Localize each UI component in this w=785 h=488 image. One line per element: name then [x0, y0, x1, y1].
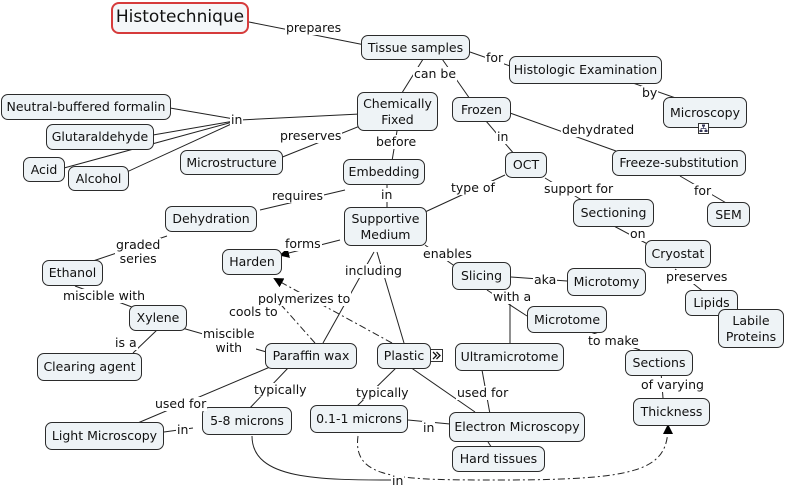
link-label-aka: aka — [533, 272, 558, 288]
link-label-type-of: type of — [450, 180, 496, 196]
link-label-preserves-lipids: preserves — [665, 269, 729, 285]
node-oct[interactable]: OCT — [505, 152, 547, 178]
link-label-support-for: support for — [543, 181, 615, 197]
link-label-used-for-light: used for — [154, 396, 208, 412]
node-ultramicrotome[interactable]: Ultramicrotome — [455, 343, 564, 371]
node-ethanol[interactable]: Ethanol — [42, 260, 103, 286]
node-histotechnique[interactable]: Histotechnique — [111, 2, 249, 34]
node-embedding[interactable]: Embedding — [343, 159, 425, 185]
link-label-to-make: to make — [587, 333, 640, 349]
node-labile-proteins[interactable]: Labile Proteins — [718, 309, 784, 348]
node-freeze-substitution[interactable]: Freeze-substitution — [612, 150, 746, 176]
node-0-1-1-microns[interactable]: 0.1-1 microns — [310, 405, 408, 433]
node-hard-tissues[interactable]: Hard tissues — [452, 446, 545, 472]
link-label-for: for — [485, 50, 505, 66]
node-frozen[interactable]: Frozen — [452, 97, 511, 122]
link-label-in-fixatives: in — [230, 112, 244, 128]
link-label-polymerizes-to: polymerizes to — [257, 291, 352, 307]
node-xylene[interactable]: Xylene — [129, 305, 187, 331]
node-histologic-examination[interactable]: Histologic Examination — [509, 56, 662, 84]
link-label-preserves: preserves — [279, 128, 343, 144]
link-label-by: by — [641, 85, 659, 101]
link-label-on: on — [629, 226, 647, 242]
link-label-used-for-electron: used for — [456, 385, 510, 401]
node-microstructure[interactable]: Microstructure — [180, 150, 283, 175]
link-label-in-electron: in — [422, 420, 436, 436]
node-acid[interactable]: Acid — [23, 157, 65, 182]
link-label-can-be: can be — [413, 66, 458, 82]
node-neutral-buffered-formalin[interactable]: Neutral-buffered formalin — [1, 94, 171, 120]
node-electron-microscopy[interactable]: Electron Microscopy — [449, 412, 585, 442]
node-dehydration[interactable]: Dehydration — [165, 206, 257, 232]
link-label-requires: requires — [271, 188, 324, 204]
link-label-including: including — [344, 263, 403, 279]
node-plastic[interactable]: Plastic — [377, 343, 431, 369]
link-label-forms: forms — [284, 236, 322, 252]
link-label-in-thickness: in — [391, 473, 405, 488]
link-label-dehydrated: dehydrated — [561, 122, 636, 138]
link-label-in-light: in — [176, 422, 190, 438]
node-light-microscopy[interactable]: Light Microscopy — [45, 422, 164, 450]
expand-icon[interactable] — [430, 349, 443, 362]
node-alcohol[interactable]: Alcohol — [68, 166, 129, 191]
link-label-prepares: prepares — [285, 20, 343, 36]
node-supportive-medium[interactable]: Supportive Medium — [344, 207, 427, 246]
node-tissue-samples[interactable]: Tissue samples — [361, 35, 470, 60]
link-label-in-embedding: in — [380, 187, 394, 203]
link-label-for-sem: for — [693, 183, 713, 199]
node-slicing[interactable]: Slicing — [452, 262, 511, 290]
concept-map-icon[interactable] — [698, 123, 709, 134]
link-label-cools-to: cools to — [228, 304, 279, 320]
link-label-graded-series: graded series — [115, 237, 162, 267]
node-glutaraldehyde[interactable]: Glutaraldehyde — [46, 124, 154, 150]
link-label-before: before — [375, 134, 418, 150]
link-label-typically-plastic: typically — [355, 385, 410, 401]
node-cryostat[interactable]: Cryostat — [645, 240, 711, 268]
link-label-enables: enables — [422, 246, 473, 262]
node-clearing-agent[interactable]: Clearing agent — [37, 353, 142, 381]
node-sections[interactable]: Sections — [625, 350, 693, 376]
node-microtomy[interactable]: Microtomy — [567, 268, 646, 296]
node-chemically-fixed[interactable]: Chemically Fixed — [357, 92, 438, 131]
node-thickness[interactable]: Thickness — [633, 398, 710, 426]
node-microtome[interactable]: Microtome — [527, 306, 607, 333]
link-label-is-a: is a — [114, 335, 138, 351]
link-label-of-varying: of varying — [640, 377, 705, 393]
link-label-in-frozen: in — [496, 129, 510, 145]
node-microscopy[interactable]: Microscopy — [663, 97, 747, 128]
link-label-miscible-with-paraffin: miscible with — [202, 326, 256, 356]
node-paraffin-wax[interactable]: Paraffin wax — [265, 343, 357, 369]
node-harden[interactable]: Harden — [222, 249, 282, 275]
link-label-typically-paraffin: typically — [253, 382, 308, 398]
link-label-with-a: with a — [492, 289, 533, 305]
node-lipids[interactable]: Lipids — [685, 290, 738, 316]
node-sem[interactable]: SEM — [707, 202, 750, 227]
node-5-8-microns[interactable]: 5-8 microns — [202, 407, 292, 435]
node-sectioning[interactable]: Sectioning — [573, 199, 654, 227]
link-label-miscible-with-ethanol: miscible with — [62, 288, 147, 304]
